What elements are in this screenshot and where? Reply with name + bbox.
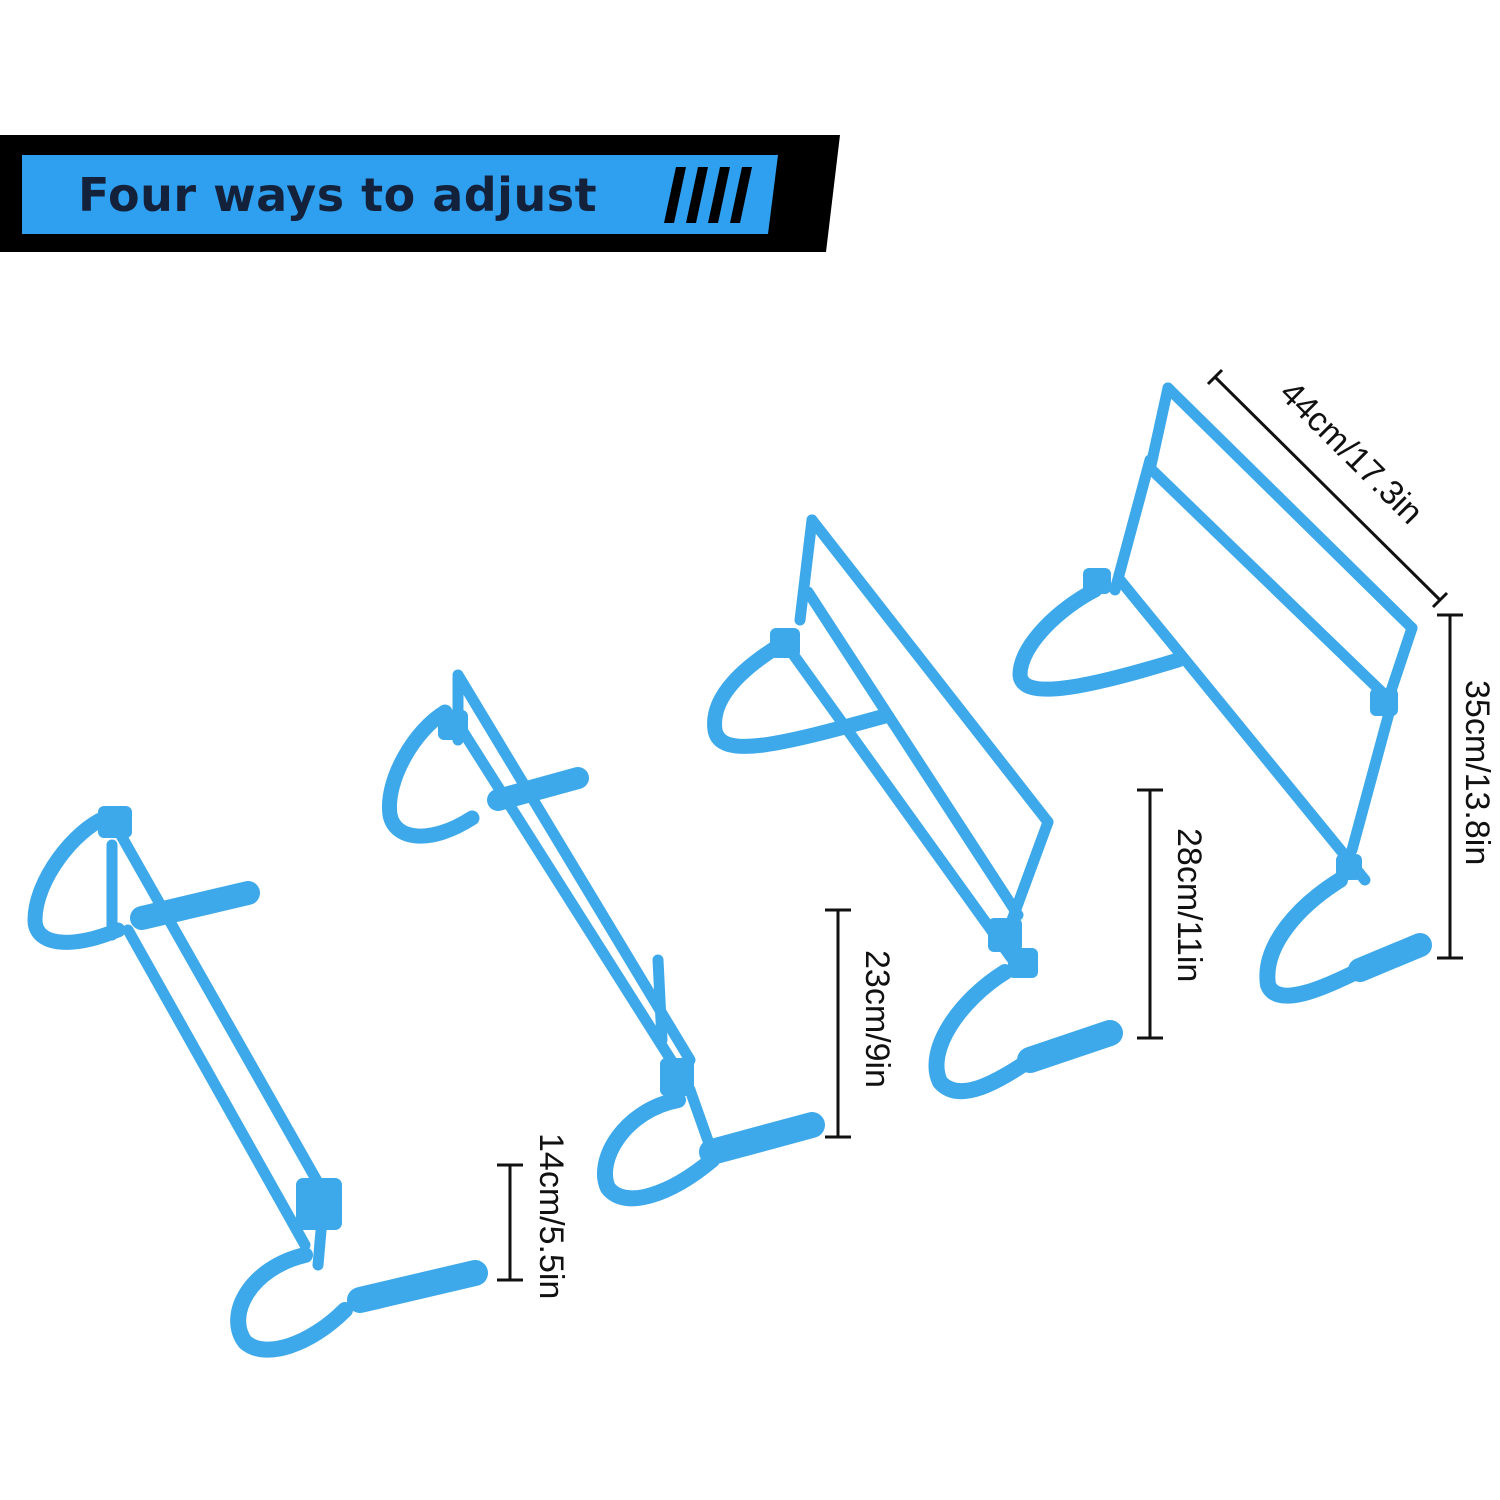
height-label-23cm: 23cm/9in — [858, 950, 896, 1088]
title-banner: Four ways to adjust — [0, 0, 1500, 300]
dimension-width-marker — [1206, 368, 1449, 609]
dimension-14cm-marker — [497, 1163, 523, 1282]
height-label-28cm: 28cm/11in — [1170, 828, 1208, 982]
dimension-28cm-marker — [1137, 788, 1163, 1040]
banner-stripes-icon — [664, 167, 752, 223]
height-label-14cm: 14cm/5.5in — [532, 1133, 570, 1299]
banner-blue-strip — [22, 155, 778, 234]
dimension-23cm-marker — [825, 908, 851, 1139]
hurdle-35cm — [1012, 382, 1432, 1004]
hurdle-23cm — [381, 669, 825, 1207]
height-label-35cm: 35cm/13.8in — [1458, 680, 1496, 865]
hurdle-28cm — [707, 514, 1123, 1100]
banner-title: Four ways to adjust — [78, 168, 598, 222]
dimension-35cm-marker — [1437, 613, 1463, 960]
hurdle-14cm — [27, 806, 488, 1358]
banner-shape — [0, 135, 840, 252]
